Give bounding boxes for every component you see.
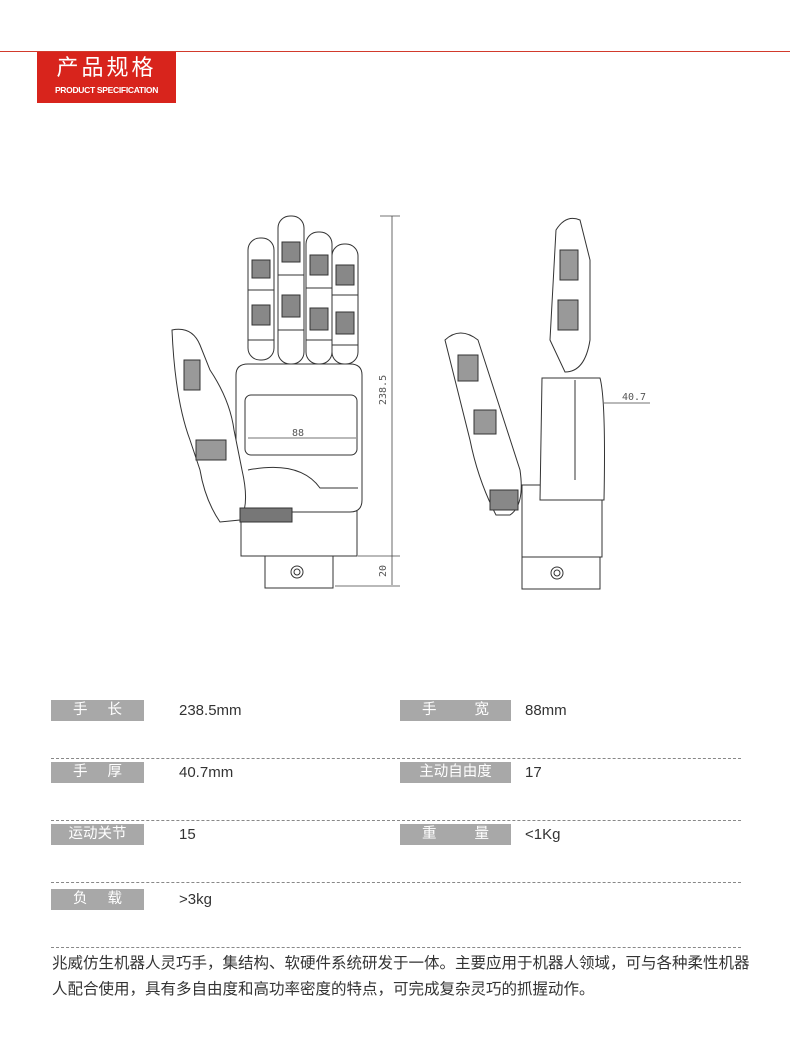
finger-ring	[305, 231, 333, 365]
dim-length-label: 238.5	[378, 375, 389, 405]
section-subtitle: PRODUCT SPECIFICATION	[54, 85, 159, 95]
spec-value-payload: >3kg	[179, 891, 212, 908]
row-divider	[51, 947, 741, 948]
dim-thickness-label: 40.7	[622, 392, 646, 403]
section-badge: 产品规格 PRODUCT SPECIFICATION	[37, 52, 176, 103]
spec-label-dof: 主动自由度	[400, 762, 511, 783]
dim-width-label: 88	[292, 428, 304, 439]
section-title: 产品规格	[56, 56, 157, 81]
thumb	[171, 328, 293, 523]
finger-index	[247, 237, 275, 361]
row-divider	[51, 882, 741, 883]
spec-value-hand-width: 88mm	[525, 702, 567, 719]
spec-label-hand-thickness: 手厚	[51, 762, 144, 783]
dim-base-label: 20	[378, 565, 389, 577]
spec-row-3: 运动关节 15 重量 <1Kg	[51, 821, 741, 883]
finger-little	[331, 243, 359, 365]
spec-label-weight: 重量	[400, 824, 511, 845]
row-divider	[51, 758, 741, 759]
spec-label-joints: 运动关节	[51, 824, 144, 845]
front-view	[171, 215, 400, 589]
spec-value-dof: 17	[525, 764, 542, 781]
spec-value-weight: <1Kg	[525, 826, 561, 843]
spec-row-1: 手长 238.5mm 手宽 88mm	[51, 697, 741, 759]
side-view	[444, 217, 650, 590]
spec-value-joints: 15	[179, 826, 196, 843]
hand-drawing: 88 238.5 20 40.7	[171, 215, 650, 590]
spec-value-hand-thickness: 40.7mm	[179, 764, 234, 781]
finger-middle	[277, 215, 305, 365]
spec-row-4: 负载 >3kg	[51, 886, 741, 948]
spec-row-2: 手厚 40.7mm 主动自由度 17	[51, 759, 741, 821]
header-rule	[0, 51, 790, 52]
dimension-labels: 88 238.5 20 40.7	[292, 375, 646, 577]
row-divider	[51, 820, 741, 821]
spec-label-payload: 负载	[51, 889, 144, 910]
spec-label-hand-width: 手宽	[400, 700, 511, 721]
product-description: 兆威仿生机器人灵巧手，集结构、软硬件系统研发于一体。主要应用于机器人领域，可与各…	[52, 954, 750, 998]
spec-label-hand-length: 手长	[51, 700, 144, 721]
spec-value-hand-length: 238.5mm	[179, 702, 242, 719]
